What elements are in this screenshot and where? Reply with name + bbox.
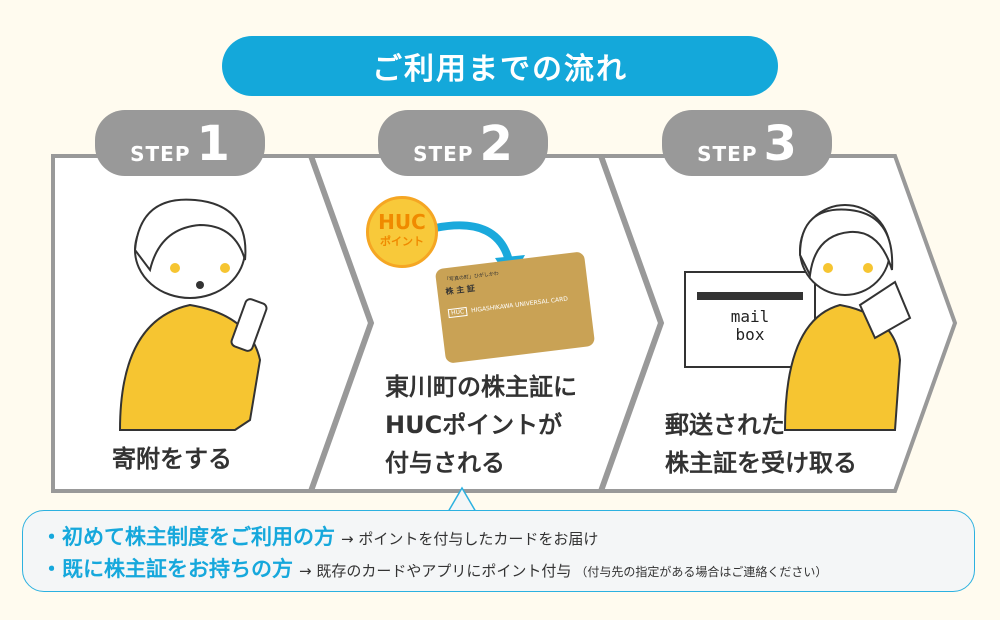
woman-with-phone-illustration [118, 198, 268, 431]
step-number: 2 [479, 116, 513, 172]
caption-line: 郵送された [665, 411, 785, 439]
step2-caption: 東川町の株主証に HUCポイントが 付与される [385, 368, 577, 482]
caption-line: 寄附をする [112, 445, 232, 473]
note-text: → 既存のカードやアプリにポイント付与 [299, 562, 572, 580]
huc-point-coin: HUC ポイント [366, 196, 438, 268]
caption-line: 付与される [385, 449, 505, 477]
notes-bubble: ・初めて株主制度をご利用の方 → ポイントを付与したカードをお届け ・既に株主証を… [22, 510, 975, 592]
huc-card: 「写真の町」ひがしかわ 株 主 証 HUC HIGASHIKAWA UNIVER… [434, 251, 596, 364]
step-word: STEP [697, 142, 758, 166]
note-new-users: ・初めて株主制度をご利用の方 → ポイントを付与したカードをお届け [41, 521, 974, 553]
mailbox-illustration [684, 271, 816, 368]
note-small-text: （付与先の指定がある場合はご連絡ください） [575, 565, 828, 579]
step-number: 1 [196, 116, 230, 172]
letter-icon [858, 280, 912, 340]
step-word: STEP [130, 142, 191, 166]
caption-line: 株主証を受け取る [665, 449, 857, 477]
mailbox-line2: box [735, 325, 765, 344]
step1-caption: 寄附をする [112, 440, 232, 478]
coin-line1: HUC [378, 210, 426, 234]
woman-with-letter-illustration [783, 204, 912, 431]
note-existing-users: ・既に株主証をお持ちの方 → 既存のカードやアプリにポイント付与（付与先の指定があ… [41, 553, 974, 585]
step3-caption: 郵送された 株主証を受け取る [665, 406, 857, 482]
note-highlight: ・初めて株主制度をご利用の方 [41, 525, 335, 549]
card-brand: HIGASHIKAWA UNIVERSAL CARD [470, 295, 569, 315]
coin-line2: ポイント [380, 235, 424, 248]
page-title: ご利用までの流れ [222, 36, 778, 96]
mailbox-label: mail box [715, 308, 785, 344]
caption-line: 東川町の株主証に [385, 373, 577, 401]
step-word: STEP [413, 142, 474, 166]
card-logo: HUC [447, 306, 468, 319]
mailbox-line1: mail [730, 307, 770, 326]
transfer-arrow-icon [434, 221, 514, 266]
note-text: → ポイントを付与したカードをお届け [341, 530, 599, 548]
caption-line: HUCポイントが [385, 411, 563, 439]
step-number: 3 [763, 116, 797, 172]
note-highlight: ・既に株主証をお持ちの方 [41, 557, 293, 581]
